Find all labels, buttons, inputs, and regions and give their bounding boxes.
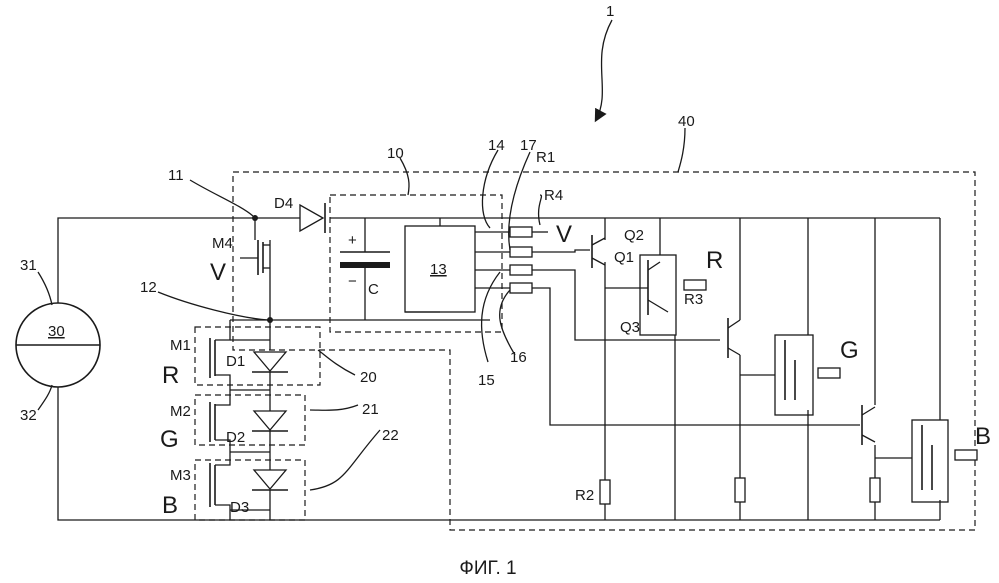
label-q3: Q3 — [620, 319, 640, 336]
capacitor-c — [340, 252, 390, 268]
label-minus: − — [348, 273, 357, 290]
label-q1: Q1 — [614, 249, 634, 266]
label-r3: R3 — [684, 291, 703, 308]
ref-16: 16 — [510, 349, 527, 366]
transistor-stage-g — [728, 318, 813, 415]
signal-b-right: B — [975, 423, 991, 450]
block-40-boundary — [233, 172, 975, 530]
signal-b-left: B — [162, 492, 178, 519]
signal-g-right: G — [840, 337, 859, 364]
resistor-r6 — [870, 478, 880, 502]
leader-lines — [38, 20, 685, 490]
power-source-30 — [16, 303, 100, 387]
label-m3: M3 — [170, 467, 191, 484]
signal-g-left: G — [160, 426, 179, 453]
ref-10: 10 — [387, 145, 404, 162]
label-r4: R4 — [544, 187, 563, 204]
transistor-q1 — [592, 235, 605, 268]
label-d3: D3 — [230, 499, 249, 516]
label-d4: D4 — [274, 195, 293, 212]
label-c: C — [368, 281, 379, 298]
diode-d4 — [300, 203, 325, 233]
resistor-3 — [510, 265, 532, 275]
label-plus: + — [348, 232, 357, 249]
ref-20: 20 — [360, 369, 377, 386]
figure-caption: ФИГ. 1 — [459, 558, 516, 579]
signal-r-right: R — [706, 247, 723, 274]
ref-15: 15 — [478, 372, 495, 389]
led-21-boundary — [195, 395, 305, 445]
signal-r-left: R — [162, 362, 179, 389]
label-d2: D2 — [226, 429, 245, 446]
resistor-r2 — [600, 480, 610, 504]
mosfet-m3 — [210, 463, 215, 507]
mosfet-m2 — [210, 402, 215, 442]
mosfet-m1 — [210, 338, 215, 378]
resistor-r3 — [684, 280, 706, 290]
led-d1 — [252, 352, 288, 372]
label-q2: Q2 — [624, 227, 644, 244]
label-r1: R1 — [536, 149, 555, 166]
led-d2 — [252, 411, 288, 431]
ref-12: 12 — [140, 279, 157, 296]
label-m2: M2 — [170, 403, 191, 420]
ref-17: 17 — [520, 137, 537, 154]
resistor-b — [955, 450, 977, 460]
led-d3 — [252, 470, 288, 490]
mosfet-m4 — [240, 240, 270, 275]
ref-14: 14 — [488, 137, 505, 154]
ref-13: 13 — [430, 261, 447, 278]
ref-31: 31 — [20, 257, 37, 274]
label-m1: M1 — [170, 337, 191, 354]
ref-11: 11 — [168, 167, 184, 184]
resistor-r5 — [735, 478, 745, 502]
signal-v-right: V — [556, 221, 572, 248]
ref-40: 40 — [678, 113, 695, 130]
ref-1: 1 — [606, 3, 614, 20]
resistor-4 — [510, 283, 532, 293]
ref-30: 30 — [48, 323, 65, 340]
signal-v-left: V — [210, 259, 226, 286]
ref-21: 21 — [362, 401, 379, 418]
resistor-r4 — [510, 227, 532, 237]
ref-22: 22 — [382, 427, 399, 444]
label-r2: R2 — [575, 487, 594, 504]
label-m4: M4 — [212, 235, 233, 252]
led-22-boundary — [195, 460, 305, 520]
label-d1: D1 — [226, 353, 245, 370]
ref-32: 32 — [20, 407, 37, 424]
resistor-g — [818, 368, 840, 378]
resistor-r1 — [510, 247, 532, 257]
transistor-q2-q3 — [640, 255, 676, 335]
